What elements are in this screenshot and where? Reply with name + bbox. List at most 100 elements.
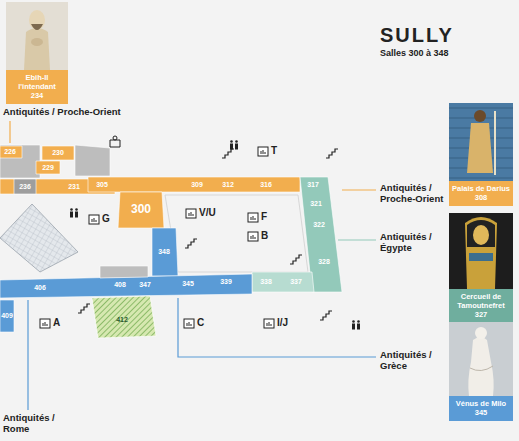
stairs-icon <box>326 149 338 158</box>
service-glyph <box>189 212 193 216</box>
orange-corridor <box>88 177 300 192</box>
toilet-body <box>75 212 78 218</box>
room-number: 412 <box>116 316 128 324</box>
service-icon <box>186 209 196 218</box>
baby-change-icon <box>110 136 120 147</box>
service-box <box>248 232 258 241</box>
section-label: Antiquités / Rome <box>3 413 83 435</box>
statue-drapery <box>470 366 493 371</box>
service-letter: F <box>261 211 267 223</box>
grey-room <box>14 179 36 194</box>
toilet-head <box>235 140 238 143</box>
blue-room <box>0 300 14 332</box>
brick-joint <box>449 108 513 109</box>
leader-line <box>9 121 10 143</box>
room-number: 328 <box>318 258 330 266</box>
coffin-face <box>473 225 489 245</box>
artwork-name: Cercueil de Tamoutnefret <box>451 292 511 310</box>
room-number: 234 <box>8 91 66 100</box>
service-letter: T <box>271 145 277 157</box>
artwork-card: Cercueil de Tamoutnefret327 <box>449 213 513 323</box>
service-letter: I/J <box>277 317 288 329</box>
room-number: 317 <box>307 181 319 189</box>
room-number: 309 <box>191 180 203 188</box>
statue-body <box>468 337 493 396</box>
grey-room <box>100 266 148 278</box>
service-glyph <box>187 322 191 326</box>
service-icon <box>258 147 268 156</box>
caption-band: Cercueil de Tamoutnefret327 <box>449 289 513 323</box>
service-glyph <box>43 322 47 326</box>
section-label: Antiquités / Proche-Orient <box>380 183 460 205</box>
stairs-icon <box>185 239 197 248</box>
orange-room <box>118 192 164 228</box>
toilet-body <box>357 324 360 330</box>
leader-line <box>27 300 28 410</box>
service-icon <box>40 319 50 328</box>
service-icon <box>248 213 258 222</box>
service-glyph <box>251 235 255 239</box>
statue-head <box>29 10 45 30</box>
toilet-head <box>357 320 360 323</box>
room-number: 229 <box>42 163 54 171</box>
picture-ground <box>449 213 513 289</box>
pyramid <box>0 204 78 272</box>
toilet-icon <box>230 140 238 149</box>
room-number: 230 <box>52 149 64 157</box>
room-number: 339 <box>220 278 232 286</box>
service-glyph <box>251 216 255 220</box>
service-letter: A <box>53 317 60 329</box>
room-number: 327 <box>451 310 511 319</box>
service-box <box>258 147 268 156</box>
courtyard-outline <box>165 195 308 272</box>
archer-robe <box>467 123 493 173</box>
brick-joint <box>449 178 513 179</box>
statue-body <box>24 28 50 70</box>
service-letter: G <box>102 213 110 225</box>
room-number: 231 <box>68 182 80 190</box>
service-letter: C <box>197 317 204 329</box>
toilet-body <box>352 324 355 330</box>
artwork-card: Palais de Darius308 <box>449 103 513 206</box>
service-icon <box>89 215 99 224</box>
toilet-head <box>70 208 73 211</box>
coffin-body <box>465 217 497 289</box>
statue-head <box>475 327 487 339</box>
room-number: 236 <box>19 182 31 190</box>
blue-room <box>152 228 178 276</box>
orange-room <box>42 146 74 160</box>
picture-ground <box>449 103 513 181</box>
service-icon <box>184 319 194 328</box>
artwork-name: Ebih-Il l'intendant <box>8 73 66 91</box>
map-title: SULLY <box>380 24 454 47</box>
archer-spear <box>494 111 496 175</box>
statue-beard <box>31 24 43 30</box>
artwork-name: Palais de Darius <box>451 184 511 193</box>
leader-line <box>342 189 376 190</box>
service-box <box>184 319 194 328</box>
hatched-room <box>92 296 156 338</box>
room-number: 338 <box>260 278 272 286</box>
service-letter: V/U <box>199 207 216 219</box>
stairs-icon <box>320 311 332 320</box>
room-number: 226 <box>4 148 16 156</box>
service-box <box>40 319 50 328</box>
stairs-icon <box>290 255 302 264</box>
service-glyph <box>261 150 265 154</box>
service-letter: B <box>261 230 268 242</box>
service-box <box>89 215 99 224</box>
room-number: 345 <box>182 280 194 288</box>
room-number: 348 <box>158 248 170 256</box>
toilet-icon <box>352 320 360 329</box>
artwork-picture <box>449 103 513 181</box>
service-box <box>248 213 258 222</box>
stairs-icon <box>78 304 90 313</box>
picture-ground <box>6 2 68 70</box>
artwork-picture <box>6 2 68 70</box>
caption-band: Vénus de Milo345 <box>449 396 513 421</box>
room-number: 308 <box>451 193 511 202</box>
toilet-head <box>75 208 78 211</box>
room-number: 337 <box>290 278 302 286</box>
artwork-picture <box>449 213 513 289</box>
